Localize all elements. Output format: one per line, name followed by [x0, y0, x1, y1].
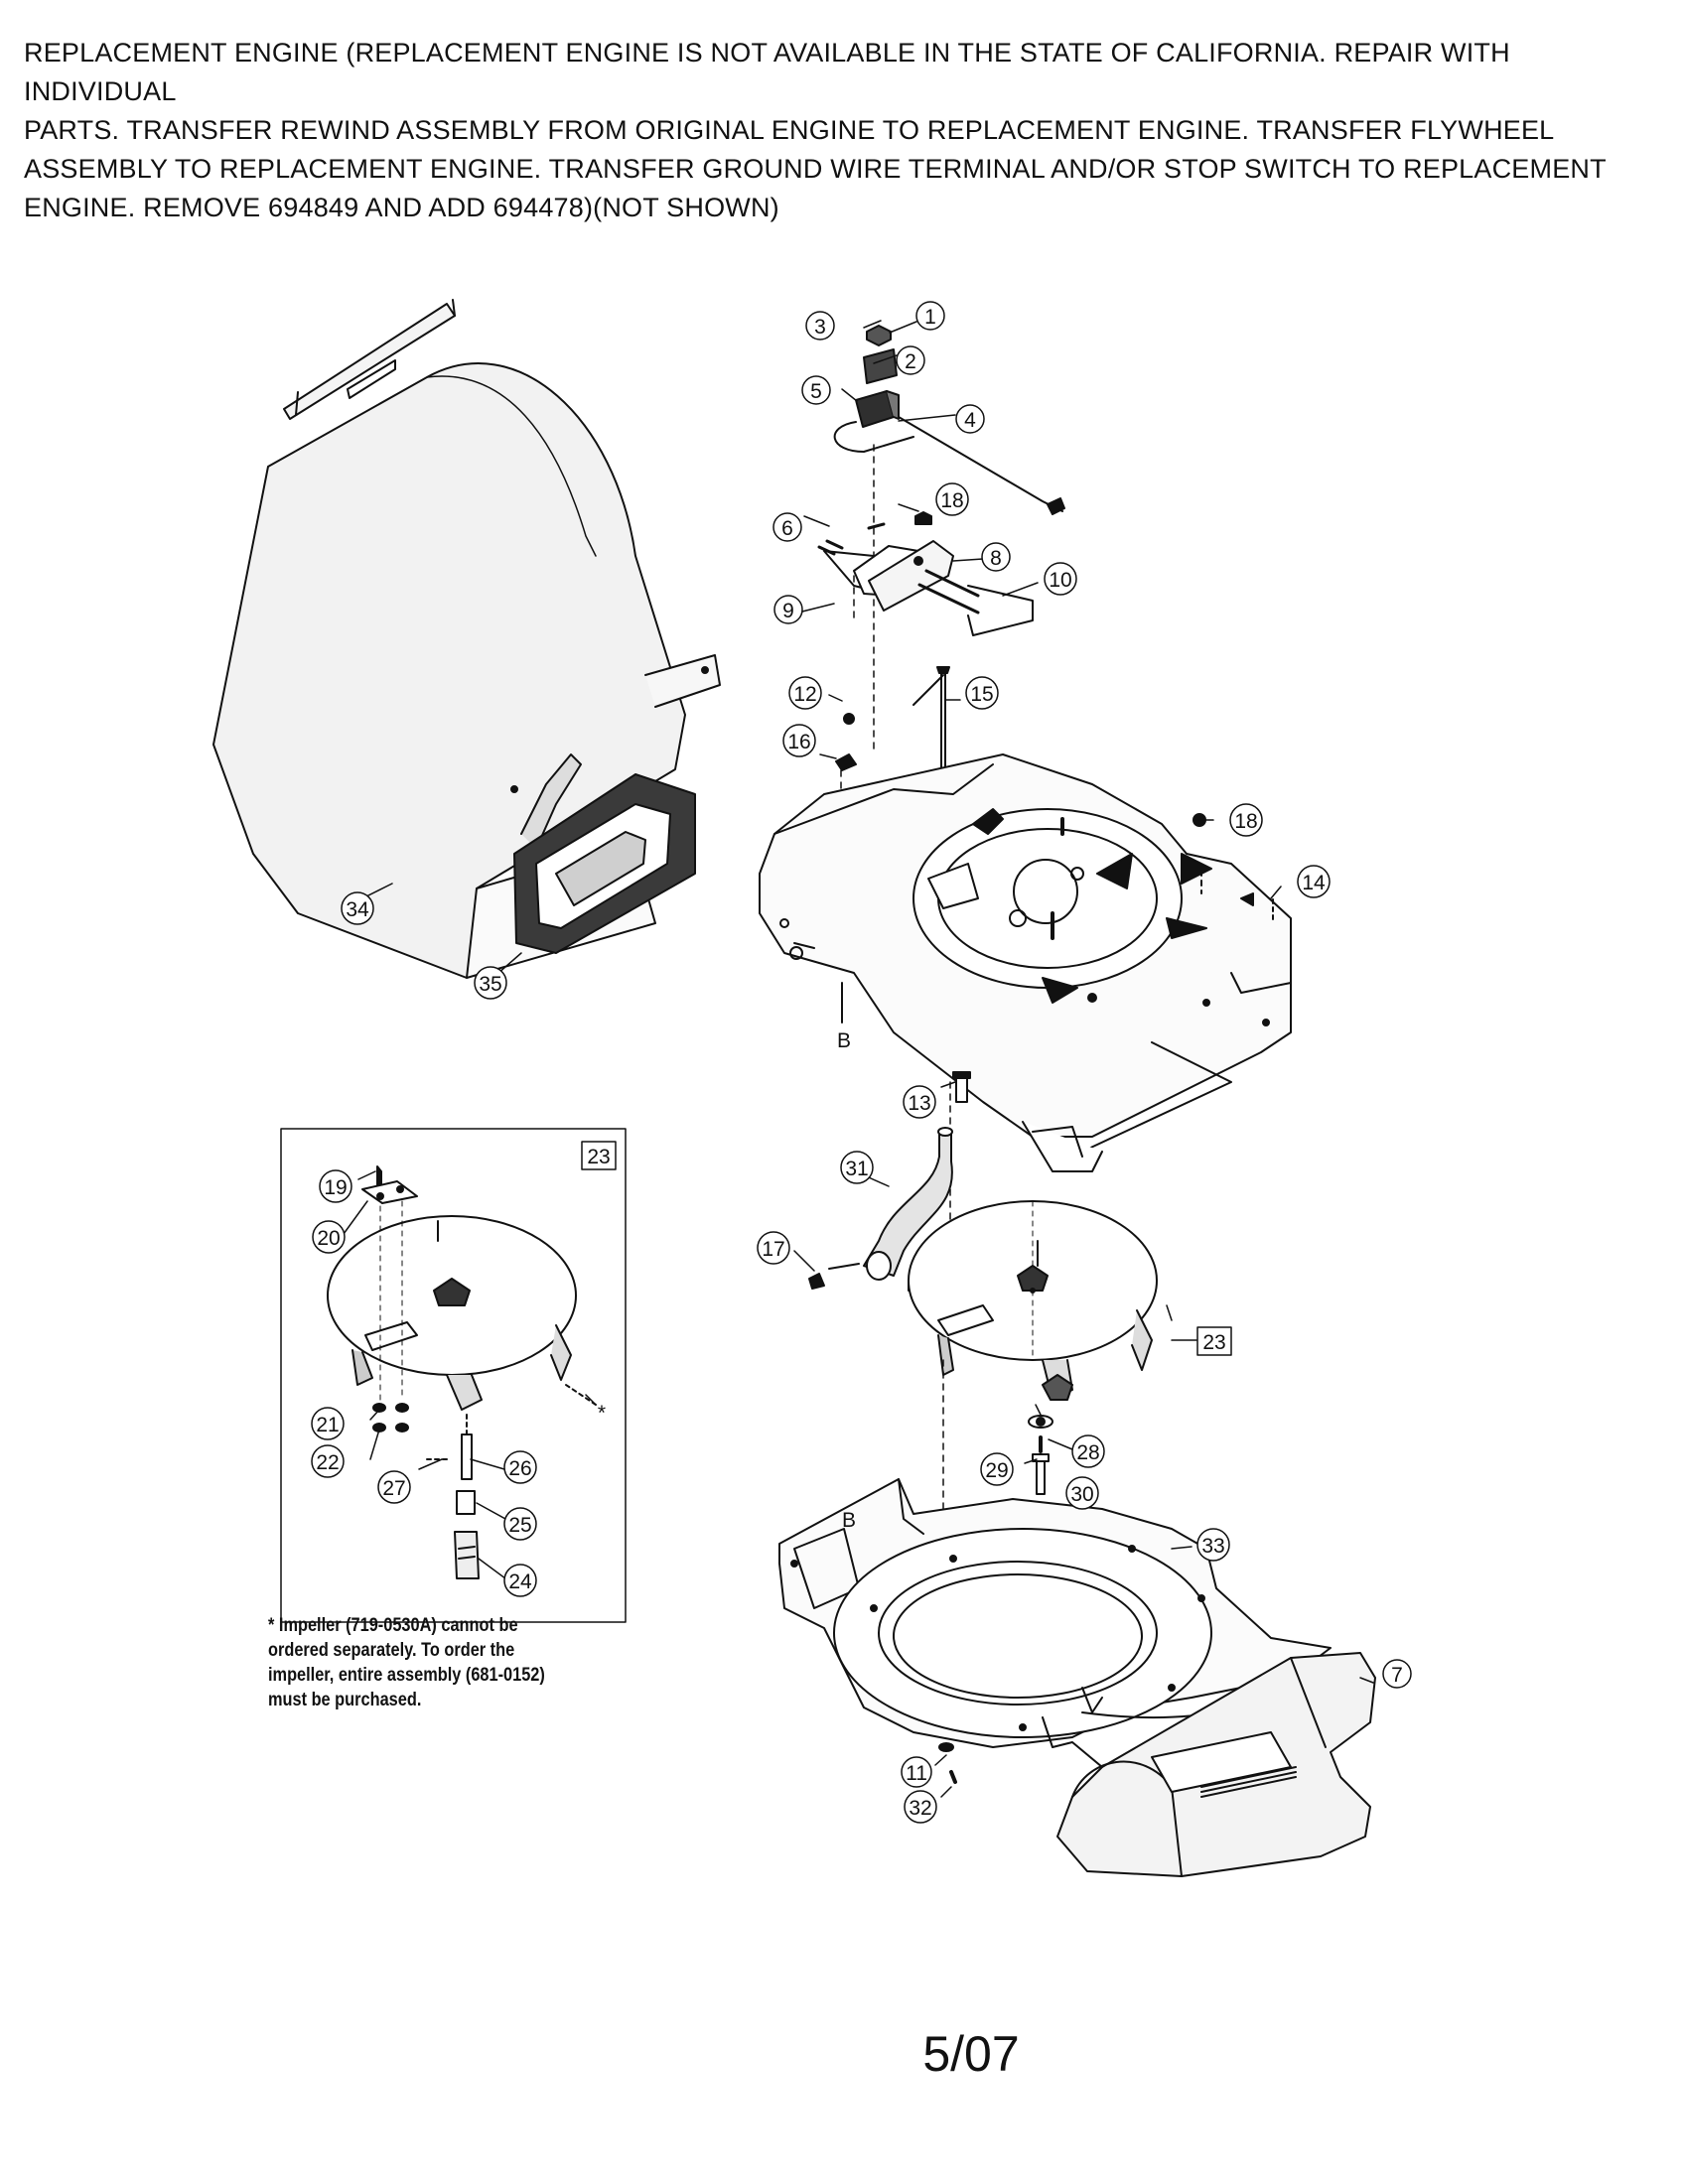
- svg-text:23: 23: [1202, 1331, 1225, 1354]
- svg-text:13: 13: [908, 1092, 930, 1115]
- svg-text:5: 5: [810, 380, 822, 403]
- callout-5: 5: [801, 375, 831, 405]
- callout-21: 21: [311, 1407, 345, 1440]
- footnote-line: impeller, entire assembly (681-0152): [268, 1665, 545, 1686]
- svg-text:21: 21: [316, 1414, 339, 1436]
- svg-text:24: 24: [508, 1570, 532, 1593]
- callout-3: 3: [805, 311, 835, 341]
- callout-19: 19: [319, 1169, 352, 1203]
- note-line: PARTS. TRANSFER REWIND ASSEMBLY FROM ORI…: [24, 115, 1555, 145]
- callout-18-lower: 18: [1229, 803, 1263, 837]
- footnote-line: ordered separately. To order the: [268, 1640, 515, 1661]
- callout-12: 12: [788, 676, 822, 710]
- svg-text:29: 29: [985, 1459, 1008, 1482]
- svg-text:34: 34: [346, 898, 369, 921]
- callout-15: 15: [965, 676, 999, 710]
- callout-16: 16: [782, 724, 816, 757]
- callout-31: 31: [840, 1151, 874, 1184]
- svg-text:26: 26: [508, 1457, 531, 1480]
- svg-text:3: 3: [814, 316, 826, 339]
- callout-26: 26: [503, 1450, 537, 1484]
- reference-mark-b-upper: B: [837, 1029, 851, 1052]
- page-number-text: 5/07: [922, 2026, 1020, 2082]
- callout-10: 10: [1044, 562, 1077, 596]
- svg-text:11: 11: [906, 1762, 927, 1785]
- note-line: ENGINE. REMOVE 694849 AND ADD 694478)(NO…: [24, 193, 779, 222]
- callout-1: 1: [915, 301, 945, 331]
- svg-text:30: 30: [1070, 1483, 1093, 1506]
- footnote-line: * Impeller (719-0530A) cannot be: [268, 1615, 518, 1636]
- reference-mark-b-lower: B: [842, 1509, 856, 1532]
- callout-9: 9: [773, 595, 803, 624]
- callout-22: 22: [311, 1444, 345, 1478]
- callout-27: 27: [377, 1470, 411, 1504]
- svg-text:25: 25: [508, 1514, 531, 1537]
- svg-text:19: 19: [324, 1176, 347, 1199]
- svg-text:16: 16: [787, 731, 810, 753]
- callout-35: 35: [474, 966, 507, 1000]
- svg-text:2: 2: [905, 350, 916, 373]
- inset-box: [280, 1128, 627, 1623]
- callout-18-upper: 18: [935, 482, 969, 516]
- callout-34: 34: [341, 891, 374, 925]
- svg-text:27: 27: [382, 1477, 405, 1500]
- callout-24: 24: [503, 1564, 537, 1597]
- note-line: REPLACEMENT ENGINE (REPLACEMENT ENGINE I…: [24, 38, 1510, 106]
- note-line: ASSEMBLY TO REPLACEMENT ENGINE. TRANSFER…: [24, 154, 1607, 184]
- svg-text:18: 18: [1234, 810, 1257, 833]
- svg-text:9: 9: [782, 600, 794, 622]
- callout-14: 14: [1297, 865, 1331, 898]
- svg-text:8: 8: [990, 547, 1002, 570]
- svg-text:33: 33: [1201, 1535, 1224, 1558]
- callout-23-inset: 23: [587, 1146, 610, 1168]
- svg-text:18: 18: [940, 489, 963, 512]
- callout-28: 28: [1071, 1434, 1105, 1468]
- callout-13: 13: [903, 1085, 936, 1119]
- svg-text:35: 35: [479, 973, 501, 996]
- callout-11: 11: [901, 1756, 932, 1788]
- switch-bracket-drawing: [817, 325, 1065, 751]
- asterisk-mark: *: [598, 1402, 606, 1425]
- upper-housing-drawing: [759, 666, 1292, 1172]
- svg-text:12: 12: [793, 683, 816, 706]
- callout-6: 6: [772, 512, 802, 542]
- callout-32: 32: [904, 1790, 937, 1824]
- svg-text:20: 20: [317, 1227, 340, 1250]
- svg-text:15: 15: [970, 683, 993, 706]
- callout-30: 30: [1065, 1476, 1099, 1510]
- replacement-engine-note: REPLACEMENT ENGINE (REPLACEMENT ENGINE I…: [24, 34, 1662, 227]
- svg-text:7: 7: [1391, 1664, 1403, 1687]
- callout-4: 4: [955, 404, 985, 434]
- svg-text:28: 28: [1076, 1441, 1099, 1464]
- callout-2: 2: [896, 345, 925, 375]
- callout-23-main: 23: [1196, 1326, 1232, 1356]
- svg-text:22: 22: [316, 1451, 339, 1474]
- svg-text:17: 17: [762, 1238, 784, 1261]
- leader-lines: [343, 320, 1374, 1798]
- svg-text:31: 31: [845, 1158, 868, 1180]
- svg-text:32: 32: [909, 1797, 931, 1820]
- svg-text:14: 14: [1302, 872, 1326, 894]
- svg-text:10: 10: [1049, 569, 1071, 592]
- callout-7: 7: [1382, 1659, 1412, 1689]
- callout-33: 33: [1196, 1528, 1230, 1562]
- callout-25: 25: [503, 1507, 537, 1541]
- callout-20: 20: [312, 1220, 346, 1254]
- hub-handle-drawing: [808, 1071, 971, 1290]
- callout-17: 17: [757, 1231, 790, 1265]
- impeller-assembly-drawing: [908, 1200, 1158, 1495]
- svg-text:6: 6: [781, 517, 793, 540]
- hopper-drawing: [212, 299, 721, 979]
- impeller-footnote: * Impeller (719-0530A) cannot be ordered…: [268, 1613, 593, 1712]
- callout-29: 29: [980, 1452, 1014, 1486]
- svg-text:1: 1: [924, 306, 936, 329]
- svg-text:23: 23: [587, 1146, 610, 1168]
- callout-8: 8: [981, 542, 1011, 572]
- callout-bubbles: 1 2 3 4 5 6 7 8 9 10 11 12 13 14 15 16 1…: [311, 301, 1412, 1824]
- page-number: 5/07: [0, 2025, 1684, 2083]
- svg-text:4: 4: [964, 409, 976, 432]
- lower-housing-drawing: [778, 1359, 1376, 1877]
- footnote-line: must be purchased.: [268, 1690, 422, 1710]
